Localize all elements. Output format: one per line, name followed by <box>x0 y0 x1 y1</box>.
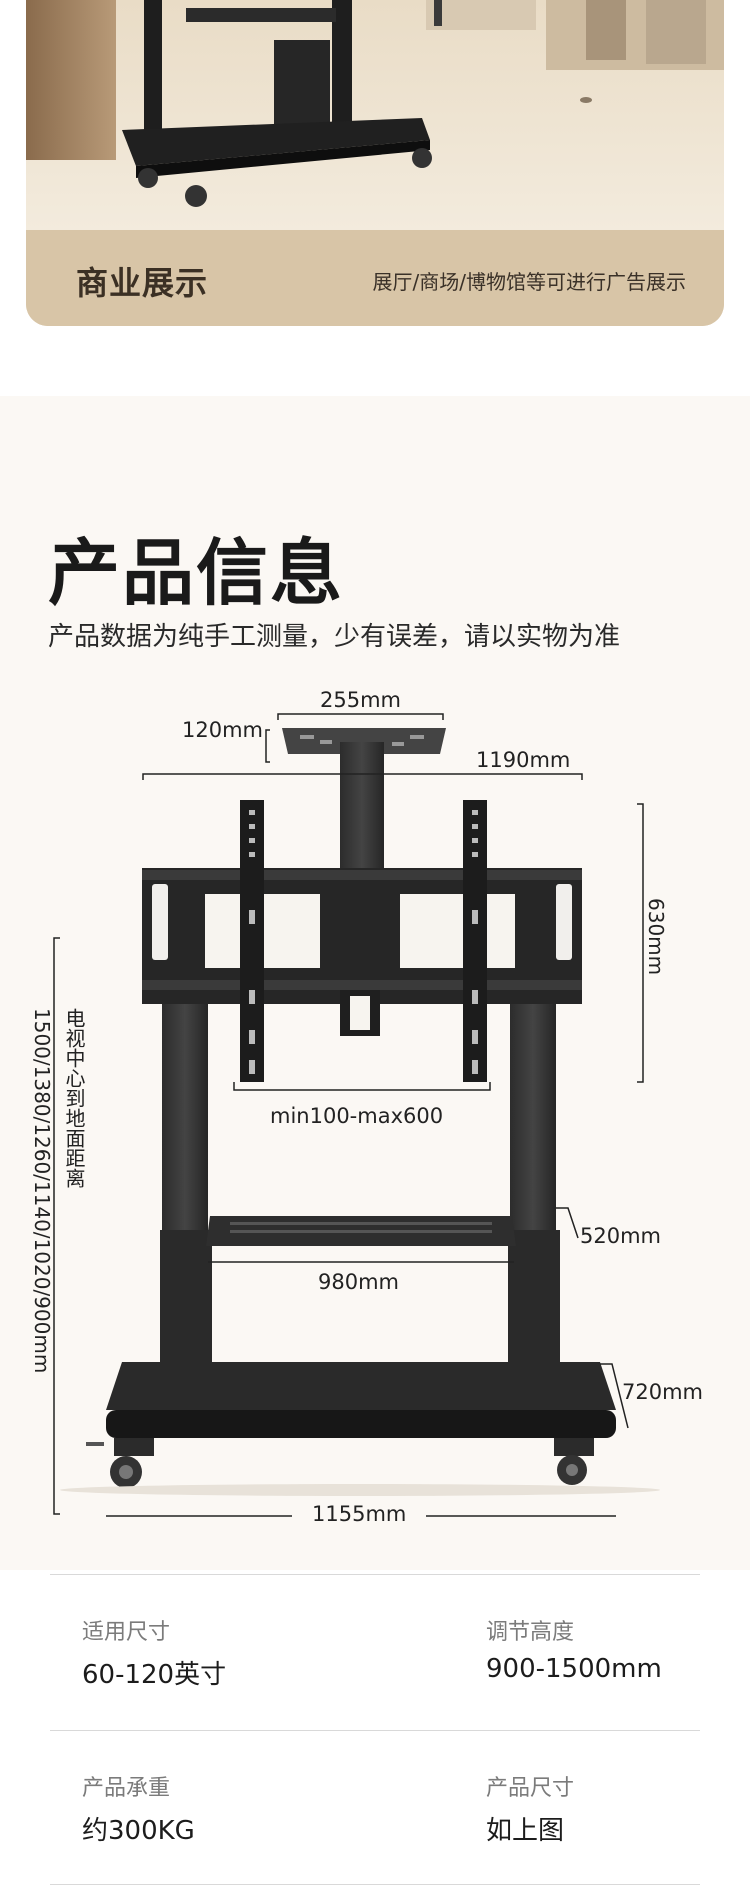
dim-shelf-width: 980mm <box>318 1270 399 1294</box>
dim-shelf-depth: 520mm <box>580 1224 661 1248</box>
banner-description: 展厅/商场/博物馆等可进行广告展示 <box>372 270 686 294</box>
spec-divider-top <box>50 1574 700 1575</box>
dim-height-values: 1500/1380/1260/1140/1020/900mm <box>30 1008 54 1374</box>
dim-height-label: 电视中心到地面距离 <box>62 1008 86 1188</box>
dim-mount-width: 255mm <box>320 688 401 712</box>
spec-value-adjust-height: 900-1500mm <box>486 1654 662 1684</box>
dimension-diagram: 255mm 120mm 1190mm 630mm 电视中心到地面距离 1500/… <box>0 688 750 1570</box>
dim-mount-depth: 120mm <box>182 718 263 742</box>
spec-divider-bottom <box>50 1884 700 1885</box>
tv-stand-illustration <box>53 713 660 1517</box>
banner-caption-bar <box>26 230 724 326</box>
spec-label-screen-size: 适用尺寸 <box>82 1620 171 1645</box>
banner-title: 商业展示 <box>76 264 209 302</box>
dim-bracket-width: 1190mm <box>476 748 571 772</box>
commercial-display-banner: 商业展示 展厅/商场/博物馆等可进行广告展示 <box>26 0 724 326</box>
spec-divider-middle <box>50 1730 700 1731</box>
spec-value-load-capacity: 约300KG <box>82 1816 195 1846</box>
spec-label-product-size: 产品尺寸 <box>486 1776 575 1801</box>
spec-label-adjust-height: 调节高度 <box>486 1620 575 1645</box>
showroom-photo <box>26 0 724 230</box>
product-info-subtitle: 产品数据为纯手工测量，少有误差，请以实物为准 <box>48 622 621 652</box>
dim-base-width: 1155mm <box>312 1502 407 1526</box>
dim-vesa-range: min100-max600 <box>270 1104 444 1128</box>
spec-value-product-size: 如上图 <box>486 1816 565 1846</box>
spec-label-load-capacity: 产品承重 <box>82 1776 171 1801</box>
product-info-title: 产品信息 <box>48 531 345 615</box>
spec-value-screen-size: 60-120英寸 <box>82 1660 227 1690</box>
dim-bracket-height: 630mm <box>644 898 668 976</box>
dim-base-depth: 720mm <box>622 1380 703 1404</box>
